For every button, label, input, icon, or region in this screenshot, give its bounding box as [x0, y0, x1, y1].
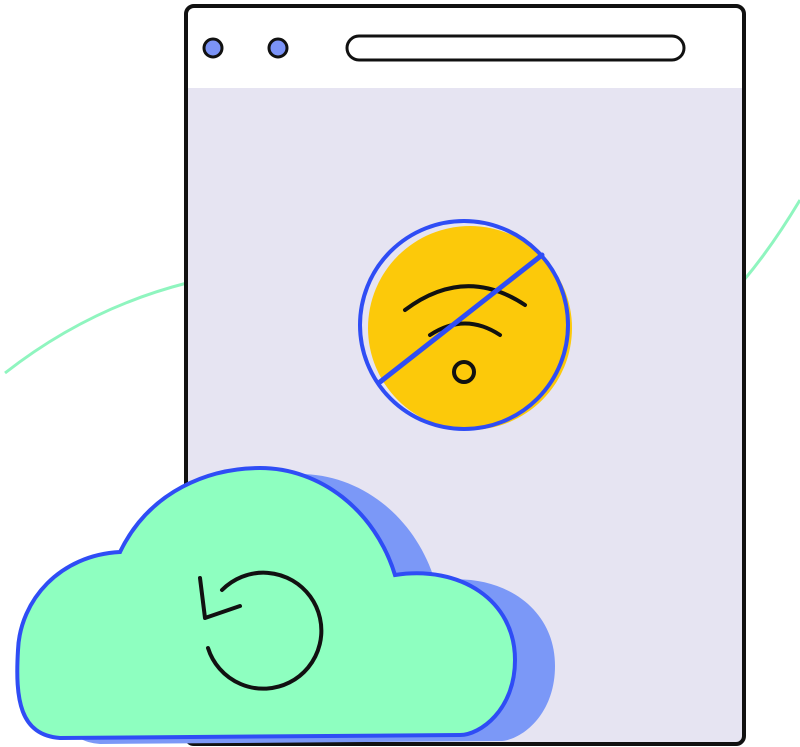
address-bar: [345, 34, 686, 62]
refresh-icon: [198, 570, 324, 691]
no-wifi-icon: [358, 219, 572, 431]
cloud-shape: [15, 465, 518, 741]
cloud-sync-icon: [15, 465, 555, 744]
decor-curve-right: [742, 199, 800, 281]
window-dot-icon: [202, 37, 224, 59]
window-dot-icon: [267, 37, 289, 59]
decor-curve-left: [4, 281, 188, 375]
